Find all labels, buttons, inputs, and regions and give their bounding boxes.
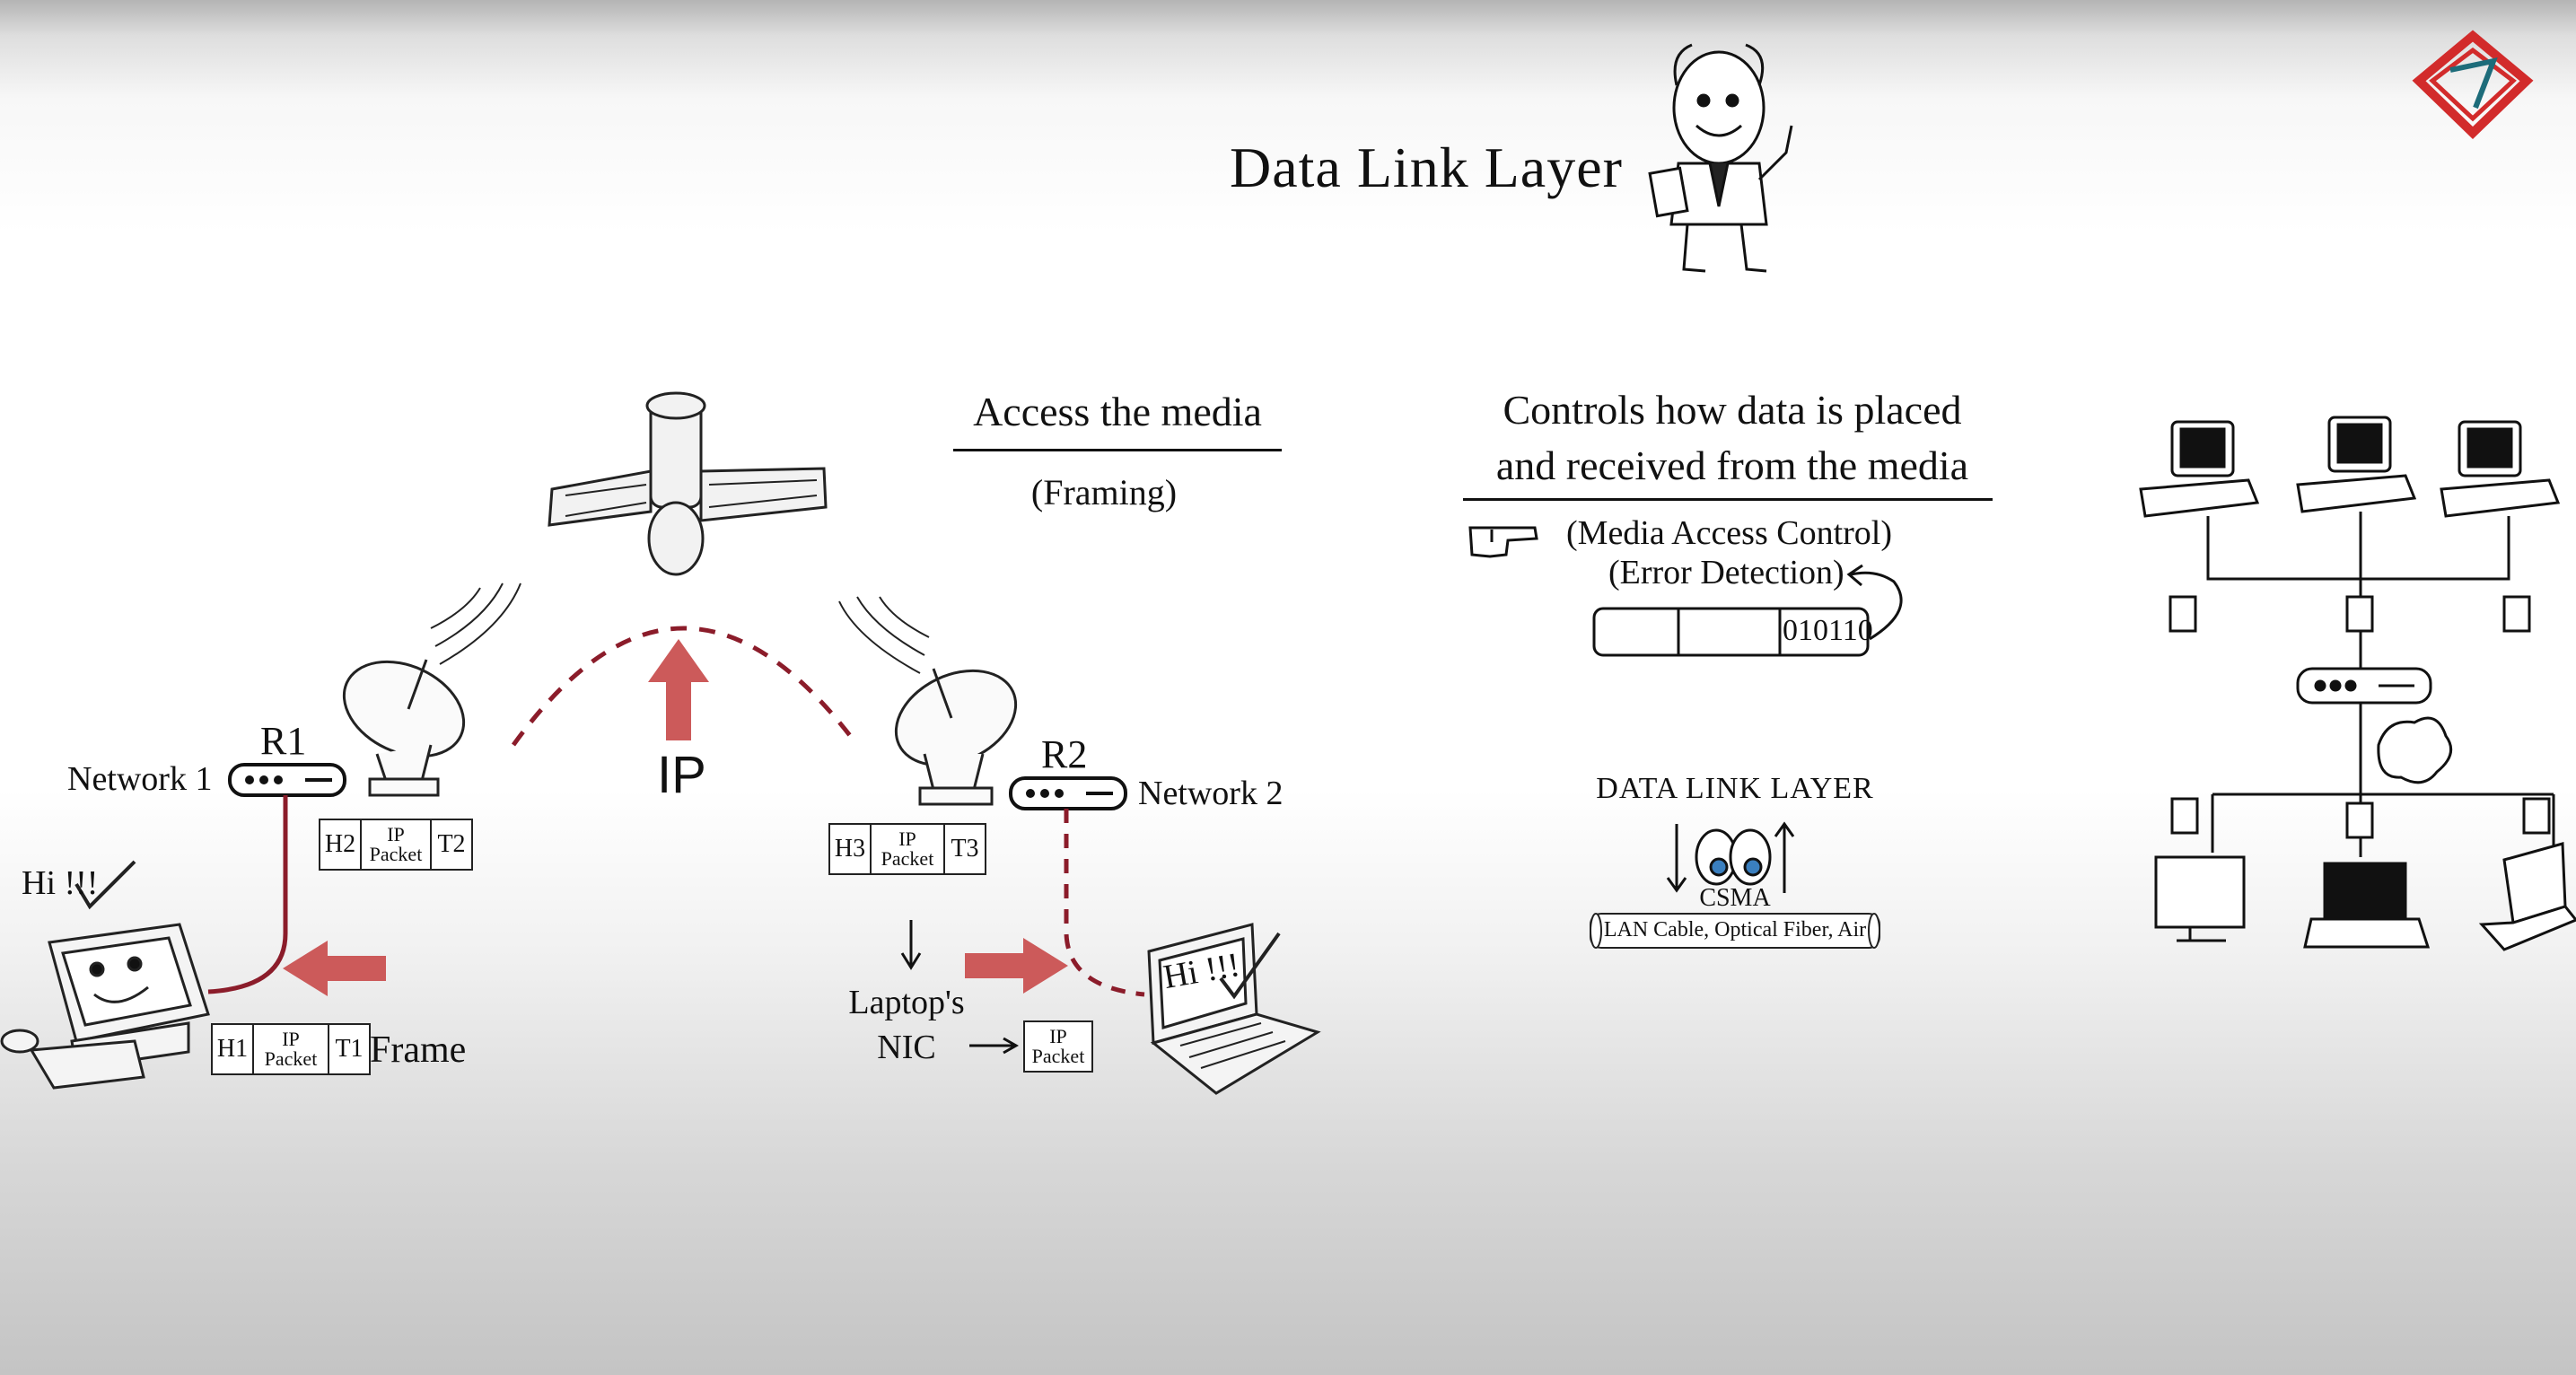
laptop-nic-line1: Laptop's <box>848 984 965 1021</box>
page-title: Data Link Layer <box>1230 136 1623 199</box>
arrow-to-pc <box>283 941 386 996</box>
network-topology <box>2139 416 2576 951</box>
payload-line1: IP <box>1049 1025 1067 1047</box>
data-link-layer-label: DATA LINK LAYER <box>1596 772 1874 805</box>
laptop-nic-line2: NIC <box>877 1029 936 1066</box>
payload-line1: IP <box>282 1028 300 1050</box>
payload-line2: Packet <box>264 1047 318 1070</box>
framing-note: (Framing) <box>1030 472 1178 512</box>
network-2-label: Network 2 <box>1138 775 1284 812</box>
sad-computer-1 <box>2139 420 2260 518</box>
pointing-hand-icon <box>1468 526 1538 558</box>
payload-line2: Packet <box>369 843 423 865</box>
packet-payload: IP Packet <box>1023 1020 1093 1073</box>
csma-eyes-icon <box>1666 821 1795 893</box>
controls-heading-line2: and received from the media <box>1495 442 1969 488</box>
router-r2-label: R2 <box>1041 732 1088 776</box>
packet-header: H3 <box>828 823 872 875</box>
media-cable-tube <box>1590 913 1880 949</box>
error-detection-label: (Error Detection) <box>1608 554 1844 591</box>
packet-payload: IP Packet <box>252 1023 329 1075</box>
down-arrow-nic <box>900 920 922 970</box>
mac-label: (Media Access Control) <box>1566 514 1893 552</box>
cable-r2-laptop <box>1064 809 1145 997</box>
router-r1-label: R1 <box>260 719 307 763</box>
bits-value: 010110 <box>1783 614 1873 647</box>
dish-antenna-left <box>342 582 521 797</box>
laptop-illustration <box>1147 923 1321 1095</box>
csma-label: CSMA <box>1699 884 1771 912</box>
media-label: LAN Cable, Optical Fiber, Air <box>1603 918 1867 941</box>
ip-path-arc <box>511 626 859 747</box>
packet-header: H2 <box>319 819 362 871</box>
payload-line2: Packet <box>881 847 934 870</box>
ip-up-arrow <box>648 639 709 740</box>
packet-frame-pc: H1 IP Packet T1 <box>211 1023 371 1075</box>
professor-illustration <box>1648 43 1793 273</box>
controls-underline <box>1463 498 1993 501</box>
packet-trailer: T2 <box>430 819 473 871</box>
packet-nic: IP Packet <box>1023 1020 1093 1073</box>
payload-line1: IP <box>387 823 405 845</box>
right-arrow-nic <box>969 1037 1020 1055</box>
payload-line1: IP <box>898 828 916 850</box>
dish-antenna-right <box>838 596 1018 806</box>
pc-greeting: Hi !!! <box>22 864 99 902</box>
packet-frame-r2: H3 IP Packet T3 <box>828 823 986 875</box>
router-r1 <box>228 763 346 797</box>
arrow-to-laptop <box>965 938 1068 994</box>
channel-logo <box>2412 30 2534 139</box>
cable-r1-pc <box>207 795 288 994</box>
satellite-illustration <box>548 391 828 576</box>
sad-computer-2 <box>2296 416 2417 513</box>
controls-heading-line1: Controls how data is placed <box>1503 387 1962 433</box>
sad-computer-3 <box>2440 420 2561 518</box>
packet-payload: IP Packet <box>870 823 945 875</box>
network-1-label: Network 1 <box>67 760 213 798</box>
ip-label: IP <box>657 746 706 804</box>
packet-payload: IP Packet <box>360 819 432 871</box>
desktop-computer-illustration <box>0 860 210 1090</box>
access-underline <box>953 449 1282 451</box>
error-detection-frame <box>1592 607 1870 657</box>
payload-line2: Packet <box>1031 1045 1085 1067</box>
packet-frame-r1: H2 IP Packet T2 <box>319 819 473 871</box>
frame-label: Frame <box>370 1029 467 1071</box>
error-curve-arrow <box>1846 564 1903 641</box>
packet-header: H1 <box>211 1023 254 1075</box>
access-heading: Access the media <box>973 389 1262 434</box>
packet-trailer: T3 <box>943 823 986 875</box>
router-r2 <box>1009 776 1127 810</box>
packet-trailer: T1 <box>328 1023 371 1075</box>
